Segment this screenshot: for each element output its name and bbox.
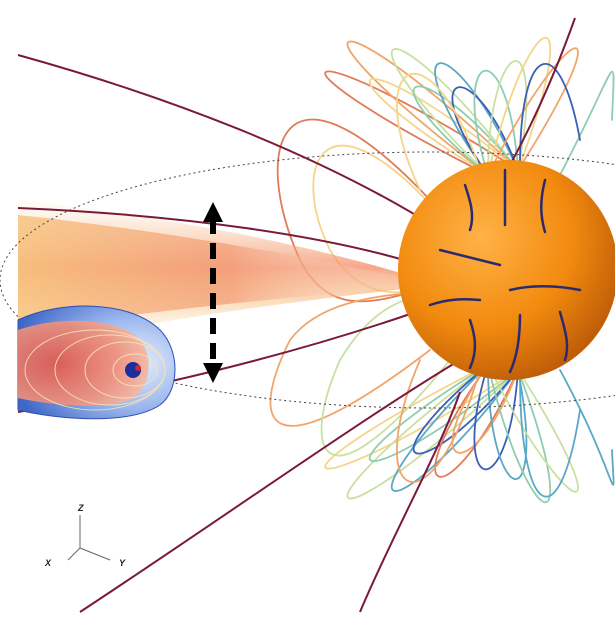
field-line-loop [312,144,441,294]
star-surface-lines [428,168,582,374]
field-line-loop [559,369,615,486]
field-line-loop [487,364,552,504]
field-line-loop [487,60,528,176]
field-line-loop [276,118,431,303]
orbit-path [0,151,615,409]
planet-magnetosphere [17,305,176,420]
field-line-loop [559,71,615,176]
field-line-loop [390,364,519,492]
field-line-loop [346,364,519,500]
field-line-loop [473,69,519,176]
axis-label-z: Z [77,503,84,513]
vertical-double-arrow [203,202,223,383]
star-sphere [398,160,615,380]
field-line-loop [346,40,519,176]
closed-field-lines [269,36,615,504]
axis-label-x: X [44,558,52,568]
field-line-loop [519,63,581,166]
field-line-loop [412,364,519,455]
field-line-loop [269,291,431,427]
field-line-loop [487,364,579,493]
field-line-loop [434,364,519,478]
field-line-loop [487,364,528,480]
field-line-loop [412,85,519,176]
field-line-loop [473,364,519,471]
field-line-loop [396,72,481,191]
field-line-loop [396,359,481,483]
field-line-loop [390,48,519,176]
axis-label-y: Y [119,558,126,568]
field-line-loop [519,374,581,498]
field-line-loop [487,47,579,176]
axis-triad [67,515,111,561]
field-line-loop [434,62,519,176]
